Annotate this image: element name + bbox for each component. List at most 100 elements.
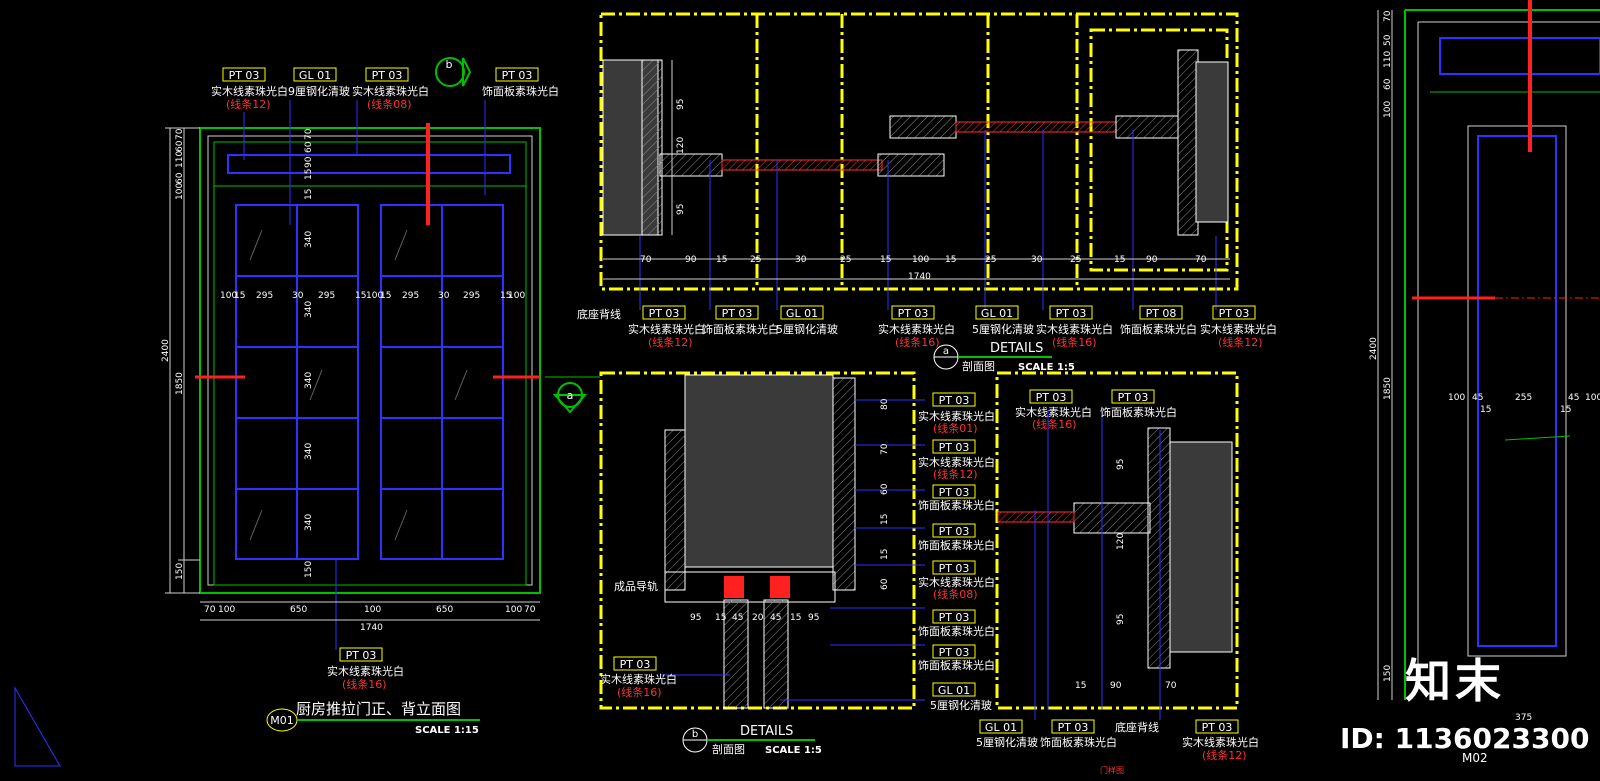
- section-c-subnote-label: (线条16): [1032, 417, 1077, 431]
- section-b-tags-1-label: PT 03: [939, 441, 970, 454]
- elev-title: M01 厨房推拉门正、背立面图 SCALE 1:15: [266, 700, 480, 736]
- section-b-plan: 80 70 60 15 15 60 95 15 45 20 45 15 95 成…: [599, 371, 995, 756]
- section-a-mark-label: a: [943, 346, 949, 357]
- elev-scale: SCALE 1:15: [415, 725, 479, 736]
- section-b-notes-4-label: 实木线素珠光白: [918, 575, 995, 589]
- elevation-dims-bottom-5-label: 100: [505, 605, 522, 615]
- section-c-caption-label: 门样图: [1100, 765, 1124, 775]
- elevation-bottom-tag-label: PT 03: [346, 649, 377, 662]
- elevation-dims-mid-10-label: 150: [304, 561, 314, 578]
- section-a-notes-7-label: 实木线素珠光白: [1200, 322, 1277, 336]
- elevation-dims-bottom-4-label: 650: [436, 605, 453, 615]
- section-a-dims-h-10-label: 30: [1031, 255, 1043, 265]
- right-elev-dims-left-7-label: 150: [1383, 665, 1393, 682]
- section-b-tags-0-label: PT 03: [939, 394, 970, 407]
- section-b-tags-8-label: GL 01: [938, 684, 970, 697]
- section-b-subnotes-2-label: (线条08): [933, 587, 978, 601]
- section-b-subnotes-1-label: (线条12): [933, 467, 978, 481]
- glass-hatch: [249, 229, 468, 541]
- section-a-notes-6-label: 饰面板素珠光白: [1120, 322, 1197, 336]
- right-elev-dims-left-6-label: 1850: [1383, 377, 1393, 400]
- section-a-tags-3-label: PT 03: [898, 307, 929, 320]
- section-c-bottom-tags-0-label: GL 01: [985, 721, 1017, 734]
- right-elev-dims-width-4-label: 100: [1585, 393, 1600, 403]
- elevation-dims-left-1-label: 60: [175, 140, 185, 152]
- section-mark-b-elev: b: [435, 57, 472, 87]
- elevation-dims-mid-5-label: 340: [304, 231, 314, 248]
- section-b-tags-3-label: PT 03: [939, 525, 970, 538]
- section-a-tags-0-label: PT 03: [649, 307, 680, 320]
- elevation-dims-width-2-label: 295: [256, 291, 273, 301]
- section-b-dims-v-0-label: 80: [880, 398, 890, 410]
- section-a-caption-label: 剖面图: [962, 359, 995, 373]
- section-b-tags-2-label: PT 03: [939, 486, 970, 499]
- section-c-dims-v-1-label: 120: [1116, 533, 1126, 550]
- elevation-dims-bottom-2-label: 650: [290, 605, 307, 615]
- right-elev-dims-width-3-label: 45: [1568, 393, 1579, 403]
- elev-dims-left: [165, 127, 200, 594]
- section-b-dims-h-0-label: 95: [690, 613, 701, 623]
- section-a-subnotes-2-label: (线条16): [1052, 335, 1097, 349]
- section-a-callouts: 底座背线 PT 03 PT 03 GL 01 PT 03 GL 01 PT 03…: [577, 305, 1277, 349]
- elev-note-3: 实木线素珠光白: [352, 84, 429, 98]
- section-c-dims-v-2-label: 95: [1116, 614, 1126, 625]
- section-a-dims-h-9-label: 25: [985, 255, 996, 265]
- elevation-dims-width-10-label: 295: [463, 291, 480, 301]
- section-a-notes-0-label: 实木线素珠光白: [628, 322, 705, 336]
- elevation-dims-width-9-label: 30: [438, 291, 450, 301]
- elevation-dims-mid-6-label: 340: [304, 301, 314, 318]
- right-elev-bottom-label: 375: [1515, 713, 1532, 723]
- section-b-notes-8-label: 5厘钢化清玻: [930, 698, 992, 712]
- section-c-bottom-tags-2-label: PT 03: [1202, 721, 1233, 734]
- section-a-dims-h-14-label: 70: [1195, 255, 1207, 265]
- elevation-dims-bottom-0-label: 70: [204, 605, 216, 615]
- elevation-dims-width-11-label: 15: [500, 291, 511, 301]
- watermark-id: ID: 1136023300: [1340, 722, 1590, 755]
- section-b-tags-6-label: PT 03: [939, 646, 970, 659]
- section-a-tags-4-label: GL 01: [981, 307, 1013, 320]
- elev-sub-2: (线条08): [367, 97, 412, 111]
- section-a-notes-3-label: 实木线素珠光白: [878, 322, 955, 336]
- section-a-dims-h-8-label: 15: [945, 255, 956, 265]
- section-b-title: b DETAILS 剖面图 SCALE 1:5: [682, 724, 822, 756]
- section-mark-b-label: b: [446, 58, 453, 71]
- elev-dims-left-labels: 70 60 110 60 100 1850 150 2400: [161, 128, 185, 580]
- door-frame-inner: [207, 135, 533, 586]
- m02-dims-left: 70 50 110 60 100 2400 1850 150: [1369, 10, 1393, 682]
- elevation-dims-left-3-label: 60: [175, 172, 185, 184]
- section-c-dims-v-0-label: 95: [1116, 459, 1126, 470]
- section-b-dims-h-2-label: 45: [732, 613, 743, 623]
- section-b-notes-3-label: 饰面板素珠光白: [918, 538, 995, 552]
- section-a-notes-5-label: 实木线素珠光白: [1036, 322, 1113, 336]
- section-a-subnotes-0-label: (线条12): [648, 335, 693, 349]
- right-elev-dims-left-4-label: 100: [1383, 101, 1393, 118]
- section-c-bottom-notes-3-label: 实木线素珠光白: [1182, 735, 1259, 749]
- section-a-tags-5-label: PT 03: [1056, 307, 1087, 320]
- section-a-dims-h-11-label: 25: [1070, 255, 1081, 265]
- elev-total-width: 1740: [360, 623, 383, 633]
- section-b-dims-h-4-label: 45: [770, 613, 781, 623]
- elevation-dims-left-0-label: 70: [175, 128, 185, 140]
- section-a-dims-v-0-label: 95: [676, 99, 686, 110]
- section-a-dims: 95 120 95 70 90 15 25 30 25 15 100 15 25…: [640, 99, 1207, 282]
- section-c-dims-h-1-label: 90: [1110, 681, 1122, 691]
- elev-title-text: 厨房推拉门正、背立面图: [296, 700, 461, 718]
- elevation-dims-mid-1-label: 60: [304, 141, 314, 153]
- right-elev-dims-left-1-label: 50: [1383, 34, 1393, 46]
- elev-leaders: [243, 100, 486, 650]
- elevation-dims-width-0-label: 100: [220, 291, 237, 301]
- section-b-dims-v-5-label: 60: [880, 578, 890, 590]
- m02-dims-width: 100 45 255 45 100 15 15 375: [1448, 393, 1600, 723]
- elevation-dims-width-1-label: 15: [234, 291, 245, 301]
- section-b-notes-6-label: 饰面板素珠光白: [918, 658, 995, 672]
- elevation-dims-bottom-3-label: 100: [364, 605, 381, 615]
- right-elev-dims-width-6-label: 15: [1560, 405, 1571, 415]
- elev-dims-bottom-lines: [200, 601, 540, 621]
- section-c-bottom-sub-label: (线条12): [1202, 748, 1247, 762]
- north-triangle: [14, 686, 61, 767]
- right-elev-dims-width-5-label: 15: [1480, 405, 1491, 415]
- section-c-dims-h-0-label: 15: [1075, 681, 1086, 691]
- elev-tag-3: PT 03: [372, 69, 403, 82]
- elevation-dims-left-7-label: 2400: [161, 339, 171, 362]
